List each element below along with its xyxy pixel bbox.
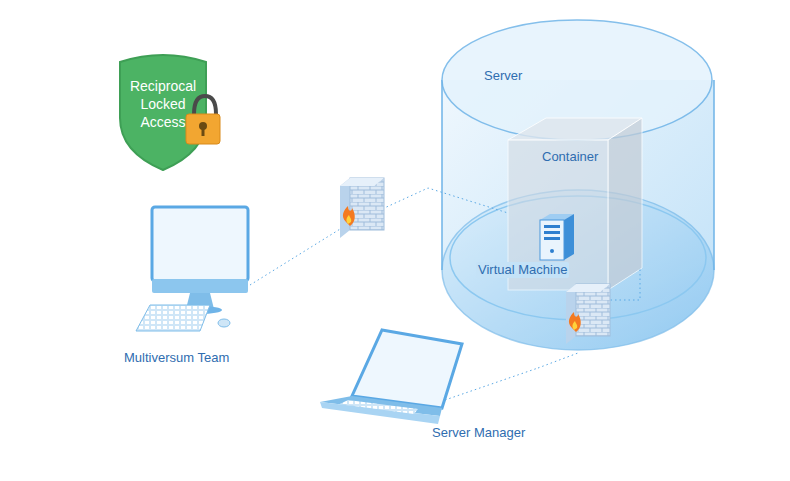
network-link — [538, 353, 578, 368]
shield-badge: Reciprocal Locked Access — [118, 52, 208, 170]
container-box: ContainerVirtual Machine — [508, 118, 642, 290]
workstation: Multiversum Team — [120, 205, 250, 370]
container-label: Container — [542, 149, 598, 165]
server-label: Server — [484, 68, 522, 84]
vm-label: Virtual Machine — [476, 262, 569, 278]
laptop-label: Server Manager — [432, 425, 525, 441]
workstation-outline — [120, 205, 250, 370]
workstation-label: Multiversum Team — [124, 350, 229, 366]
virtual-machine: Virtual Machine — [476, 212, 580, 282]
shield-label: Reciprocal Locked Access — [122, 77, 204, 131]
laptop: Server Manager — [318, 330, 538, 450]
